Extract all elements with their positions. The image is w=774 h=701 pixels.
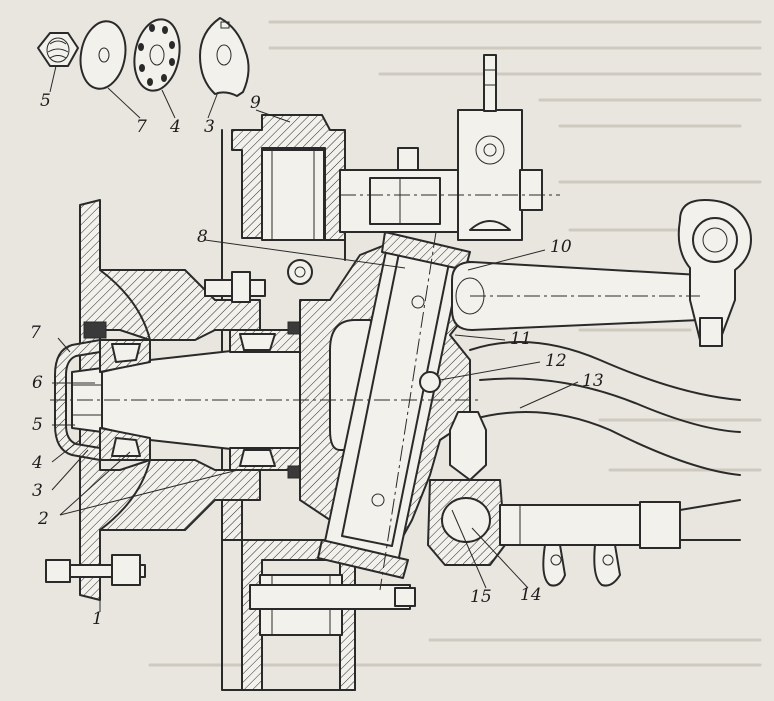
clamp-bolts — [542, 544, 621, 587]
label-3-side: 3 — [32, 481, 43, 501]
label-6: 6 — [32, 373, 43, 393]
label-10: 10 — [550, 237, 572, 257]
nut-part-5 — [37, 32, 79, 67]
nut-washer-part-3 — [199, 17, 250, 97]
shield-bolts — [83, 259, 441, 393]
label-13: 13 — [582, 371, 604, 391]
label-15: 15 — [470, 587, 492, 607]
label-9: 9 — [250, 93, 261, 113]
part-labels: 5 7 4 3 9 8 10 11 12 13 7 6 5 4 3 2 1 15… — [30, 91, 604, 629]
label-1: 1 — [92, 609, 103, 629]
outer-bearing — [99, 339, 151, 461]
lower-ball-joint — [427, 411, 741, 587]
label-11: 11 — [510, 329, 532, 349]
label-4-top: 4 — [169, 117, 181, 137]
lower-bolt — [45, 554, 416, 610]
label-7-side: 7 — [30, 323, 41, 343]
washer-part-7 — [79, 20, 127, 90]
center-lines — [50, 194, 700, 591]
wheel-hub-flange — [79, 199, 261, 601]
label-14: 14 — [520, 585, 542, 605]
label-4-side: 4 — [31, 453, 43, 473]
label-2: 2 — [37, 509, 49, 529]
king-pin — [317, 231, 471, 579]
axle-beam — [469, 341, 741, 476]
label-3-top: 3 — [204, 117, 215, 137]
upper-tie-rod — [339, 54, 543, 241]
lock-washer-part-4 — [133, 18, 181, 92]
tie-rod-end — [677, 199, 752, 347]
label-12: 12 — [545, 351, 567, 371]
label-8: 8 — [197, 227, 208, 247]
background-page-text — [148, 20, 762, 667]
label-5-side: 5 — [32, 415, 43, 435]
label-7-top: 7 — [136, 117, 147, 137]
label-5-top: 5 — [40, 91, 51, 111]
leader-lines — [49, 65, 579, 612]
